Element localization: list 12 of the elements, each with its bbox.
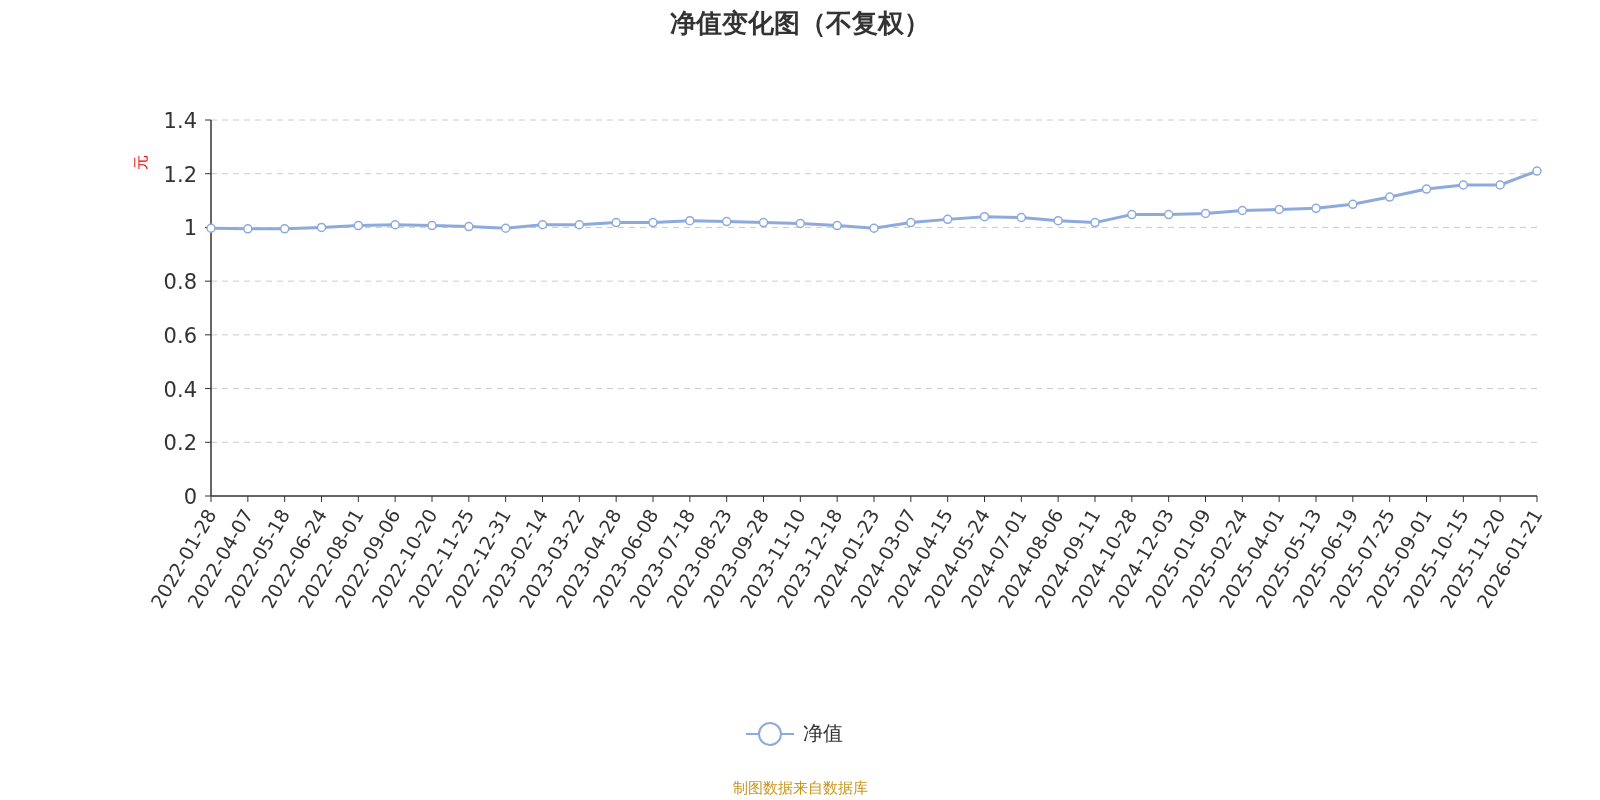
tick-label: 1.2 [163,162,197,187]
tick-label: 0.8 [163,270,197,295]
tick-label: 1.4 [163,109,197,133]
legend-label: 净值 [803,720,843,747]
tick-label: 0.6 [163,323,197,348]
tick-label: 0.4 [163,377,197,402]
tick-label: 1 [183,216,197,241]
chart-title: 净值变化图（不复权） [670,8,930,38]
tick-label: 0 [183,485,197,509]
tick-label: 0.2 [163,431,197,456]
axis-title: 元 [132,154,150,170]
caption: 制图数据来自数据库 [732,779,868,797]
